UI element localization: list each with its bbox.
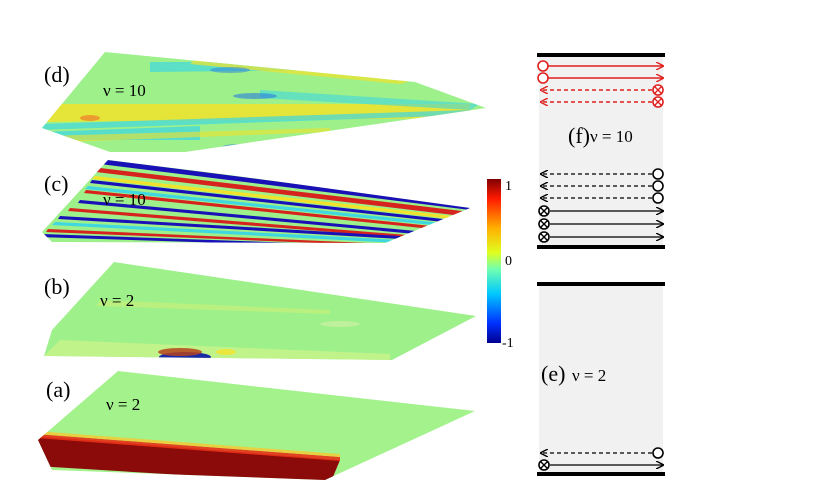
out-of-plane-circle-icon [652,447,664,459]
panel-letter-b: (b) [44,274,70,299]
panel-label-e: ν = 2 [572,366,606,385]
colorbar: 1 0 -1 [487,179,514,351]
panel-label-a: ν = 2 [106,395,140,414]
edge-channel-f-black-5 [538,218,663,230]
edge-channel-f-red-1 [537,60,663,72]
surface-a [38,371,475,480]
out-of-plane-circle-icon [652,180,664,192]
edge-channel-f-black-3 [541,192,664,204]
edge-channel-f-black-2 [541,180,664,192]
colorbar-tick-max: 1 [505,179,512,194]
out-of-plane-circle-icon [537,60,549,72]
colorbar-gradient [487,179,501,343]
edge-channel-e-black-2 [538,459,663,471]
edge-channel-f-red-3 [541,84,664,96]
out-of-plane-circle-icon [652,192,664,204]
edge-channel-f-red-4 [541,96,664,108]
edge-channel-f-red-2 [537,72,663,84]
out-of-plane-circle-icon [652,168,664,180]
panel-label-b: ν = 2 [100,291,134,310]
surface-c [42,160,470,243]
panel-label-d: ν = 10 [103,81,146,100]
panel-label-f: ν = 10 [590,127,633,146]
panel-letter-e: (e) [541,361,565,386]
panel-label-c: ν = 10 [103,190,146,209]
into-plane-cross-icon [538,459,550,471]
edge-channel-f-black-4 [538,205,663,217]
out-of-plane-circle-icon [537,72,549,84]
edge-channel-f-black-1 [541,168,664,180]
into-plane-cross-icon [538,205,550,217]
surface-b [44,262,476,360]
into-plane-cross-icon [538,231,550,243]
edge-channel-e-black-1 [541,447,664,459]
panel-letter-d: (d) [44,62,70,87]
into-plane-cross-icon [652,96,664,108]
edge-channel-f-black-6 [538,231,663,243]
panel-letter-f: (f) [568,123,590,148]
schematic-f: (f) ν = 10 [537,53,665,249]
panel-letter-a: (a) [46,377,70,402]
into-plane-cross-icon [538,218,550,230]
colorbar-tick-zero: 0 [505,254,512,269]
surface-d [42,52,486,152]
into-plane-cross-icon [652,84,664,96]
schematic-e-background [539,286,663,474]
schematic-e: (e) ν = 2 [537,282,665,476]
colorbar-tick-min: -1 [502,336,514,351]
panel-letter-c: (c) [44,171,68,196]
schematic-f-background [539,56,663,247]
